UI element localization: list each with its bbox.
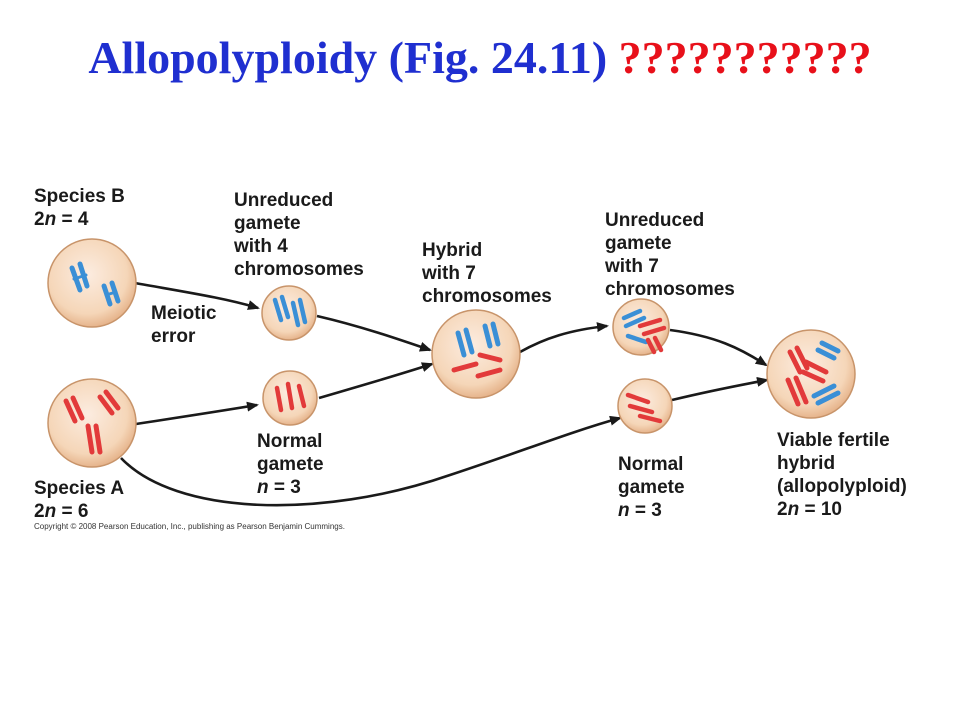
label-normal-gamete-2-line2: gamete	[618, 477, 685, 498]
viable-hybrid-cell	[766, 329, 856, 419]
label-unreduced-4-line1: Unreduced	[234, 190, 333, 211]
normal-gamete-1-chromosomes	[274, 381, 307, 413]
label-meiotic-error-line2: error	[151, 326, 196, 347]
unreduced-gamete-4-cell	[261, 285, 317, 341]
species-a-n: n	[45, 501, 57, 522]
species-a-coeff: 2	[34, 501, 45, 522]
copyright-notice: Copyright © 2008 Pearson Education, Inc.…	[34, 522, 345, 531]
label-unreduced-7-line1: Unreduced	[605, 210, 704, 231]
label-normal-gamete-1-line1: Normal	[257, 431, 322, 452]
label-unreduced-7-line2: gamete	[605, 233, 672, 254]
viable-hybrid-coeff: 2	[777, 499, 788, 520]
label-unreduced-7-line4: chromosomes	[605, 279, 735, 300]
label-species-b: Species B 2n = 4	[34, 186, 125, 230]
title-question-marks: ???????????	[618, 32, 872, 83]
viable-hybrid-value: = 10	[799, 499, 842, 520]
label-normal-gamete-2-line1: Normal	[618, 454, 683, 475]
viable-hybrid-n: n	[788, 499, 800, 520]
title-text: Allopolyploidy (Fig. 24.11)	[88, 32, 608, 83]
label-meiotic-error: Meiotic error	[151, 303, 217, 347]
label-viable-hybrid: Viable fertile hybrid (allopolyploid) 2n…	[777, 430, 907, 520]
arrows	[120, 281, 769, 507]
label-normal-gamete-1-line2: gamete	[257, 454, 324, 475]
label-species-a-line2: 2n = 6	[34, 501, 88, 522]
unreduced-gamete-4-chromosomes	[272, 294, 308, 328]
label-hybrid-line3: chromosomes	[422, 286, 552, 307]
label-unreduced-gamete-4: Unreduced gamete with 4 chromosomes	[233, 190, 364, 280]
species-a-chromosomes	[63, 389, 121, 455]
species-b-value: = 4	[56, 209, 89, 230]
species-a-cell	[47, 378, 137, 468]
label-hybrid-line1: Hybrid	[422, 240, 482, 261]
arrow-speciesA-to-normal-gamete	[135, 401, 259, 426]
arrow-unreduced7-to-viable-hybrid	[669, 328, 768, 367]
hybrid-chromosomes	[451, 321, 503, 379]
normal-gamete-1-n: n	[257, 477, 269, 498]
hybrid-cell	[431, 309, 521, 399]
label-hybrid-line2: with 7	[421, 263, 476, 284]
normal-gamete-cell-1	[262, 370, 318, 426]
label-viable-hybrid-line3: (allopolyploid)	[777, 476, 907, 497]
species-b-n: n	[45, 209, 57, 230]
species-b-coeff: 2	[34, 209, 45, 230]
species-b-cell	[47, 238, 137, 328]
label-species-b-line1: Species B	[34, 186, 125, 207]
normal-gamete-2-chromosomes	[625, 392, 663, 424]
label-viable-hybrid-line1: Viable fertile	[777, 430, 890, 451]
slide-title: Allopolyploidy (Fig. 24.11) ???????????	[0, 30, 960, 86]
label-unreduced-4-line4: chromosomes	[234, 259, 364, 280]
species-b-chromosomes	[69, 261, 121, 307]
label-unreduced-4-line2: gamete	[234, 213, 301, 234]
normal-gamete-2-n: n	[618, 500, 630, 521]
species-a-value: = 6	[56, 501, 88, 522]
arrow-normal-gamete2-to-viable-hybrid	[671, 376, 769, 402]
label-species-a-line1: Species A	[34, 478, 124, 499]
arrow-speciesB-to-unreduced4	[134, 281, 260, 310]
label-normal-gamete-2-line3: n = 3	[618, 500, 662, 521]
unreduced-gamete-7-cell	[612, 298, 670, 356]
arrow-unreduced4-to-hybrid	[316, 314, 432, 352]
normal-gamete-1-value: = 3	[269, 477, 301, 498]
label-viable-hybrid-line4: 2n = 10	[777, 499, 842, 520]
label-species-a: Species A 2n = 6	[34, 478, 124, 522]
normal-gamete-cell-2	[617, 378, 673, 434]
label-unreduced-4-line3: with 4	[233, 236, 288, 257]
label-unreduced-7-line3: with 7	[604, 256, 659, 277]
label-normal-gamete-1: Normal gamete n = 3	[257, 431, 324, 498]
label-hybrid-7: Hybrid with 7 chromosomes	[421, 240, 552, 307]
label-normal-gamete-2: Normal gamete n = 3	[618, 454, 685, 521]
label-species-b-line2: 2n = 4	[34, 209, 89, 230]
label-unreduced-gamete-7: Unreduced gamete with 7 chromosomes	[604, 210, 735, 300]
arrow-speciesA-to-normal-gamete2	[120, 415, 622, 507]
label-meiotic-error-line1: Meiotic	[151, 303, 217, 324]
label-normal-gamete-1-line3: n = 3	[257, 477, 301, 498]
unreduced-gamete-7-chromosomes	[621, 308, 667, 355]
normal-gamete-2-value: = 3	[630, 500, 662, 521]
viable-hybrid-chromosomes	[785, 340, 841, 407]
arrow-hybrid-to-unreduced7	[519, 322, 609, 354]
label-viable-hybrid-line2: hybrid	[777, 453, 835, 474]
arrow-normal-gamete-to-hybrid	[318, 362, 434, 400]
